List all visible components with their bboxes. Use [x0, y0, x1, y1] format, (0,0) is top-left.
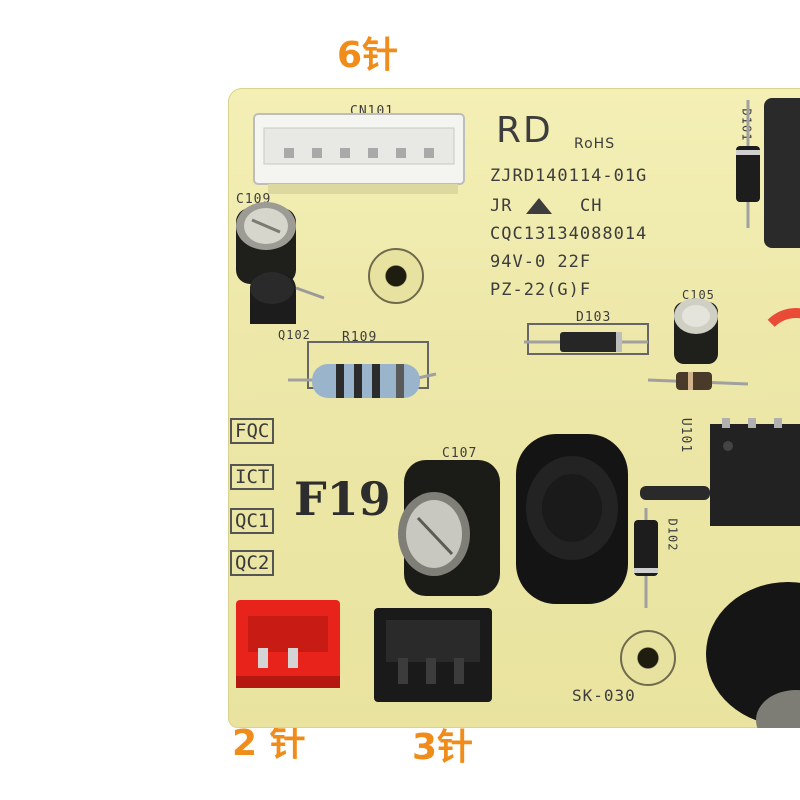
six-pin-caption: 6针 — [337, 35, 399, 76]
components-layer — [236, 98, 800, 728]
q102-transistor — [250, 272, 325, 324]
c107-label: C107 — [442, 446, 478, 461]
cn101-connector — [253, 113, 465, 194]
d103-label: D103 — [576, 310, 612, 325]
jr-label: JR — [490, 196, 513, 216]
q102-label: Q102 — [278, 328, 311, 342]
c105-capacitor — [674, 298, 718, 364]
rohs-label: RoHS — [574, 136, 616, 152]
part-number-label: ZJRD140114-01G — [490, 166, 648, 186]
triangle-mark-icon — [526, 198, 552, 214]
brand-logo-icon — [756, 308, 800, 388]
fqc-stamp: FQC — [230, 418, 275, 444]
qc1-stamp: QC1 — [230, 508, 275, 534]
black-connector — [374, 608, 492, 702]
red-connector — [236, 600, 340, 688]
f19-label: F19 — [294, 472, 391, 526]
cqc-label: CQC13134088014 — [490, 224, 648, 244]
three-pin-caption: 3针 — [412, 727, 474, 768]
r109-resistor — [288, 341, 437, 398]
small-diode — [647, 372, 749, 390]
rating-label: 94V-0 22F — [490, 252, 592, 272]
two-pin-caption: 2 针 — [232, 723, 306, 764]
sk030-label: SK-030 — [572, 686, 636, 705]
mounting-hole — [368, 248, 424, 304]
large-capacitor — [516, 434, 628, 604]
rd-label: RD — [496, 110, 553, 151]
d102-diode — [634, 486, 710, 608]
bottom-right-capacitor — [706, 582, 800, 728]
qc2-stamp: QC2 — [230, 550, 275, 576]
c107-capacitor — [398, 460, 500, 596]
u101-ic — [710, 418, 800, 526]
d103-diode — [524, 323, 649, 355]
mounting-hole — [620, 630, 676, 686]
pcb-board: CN101 RD RoHS ZJRD140114-01G JR CH CQC13… — [228, 88, 800, 728]
ch-label: CH — [580, 196, 603, 216]
c109-capacitor — [236, 202, 296, 284]
c105-label: C105 — [682, 288, 715, 302]
d101-diode — [736, 98, 800, 248]
ict-stamp: ICT — [230, 464, 275, 490]
pz-label: PZ-22(G)F — [490, 280, 592, 300]
